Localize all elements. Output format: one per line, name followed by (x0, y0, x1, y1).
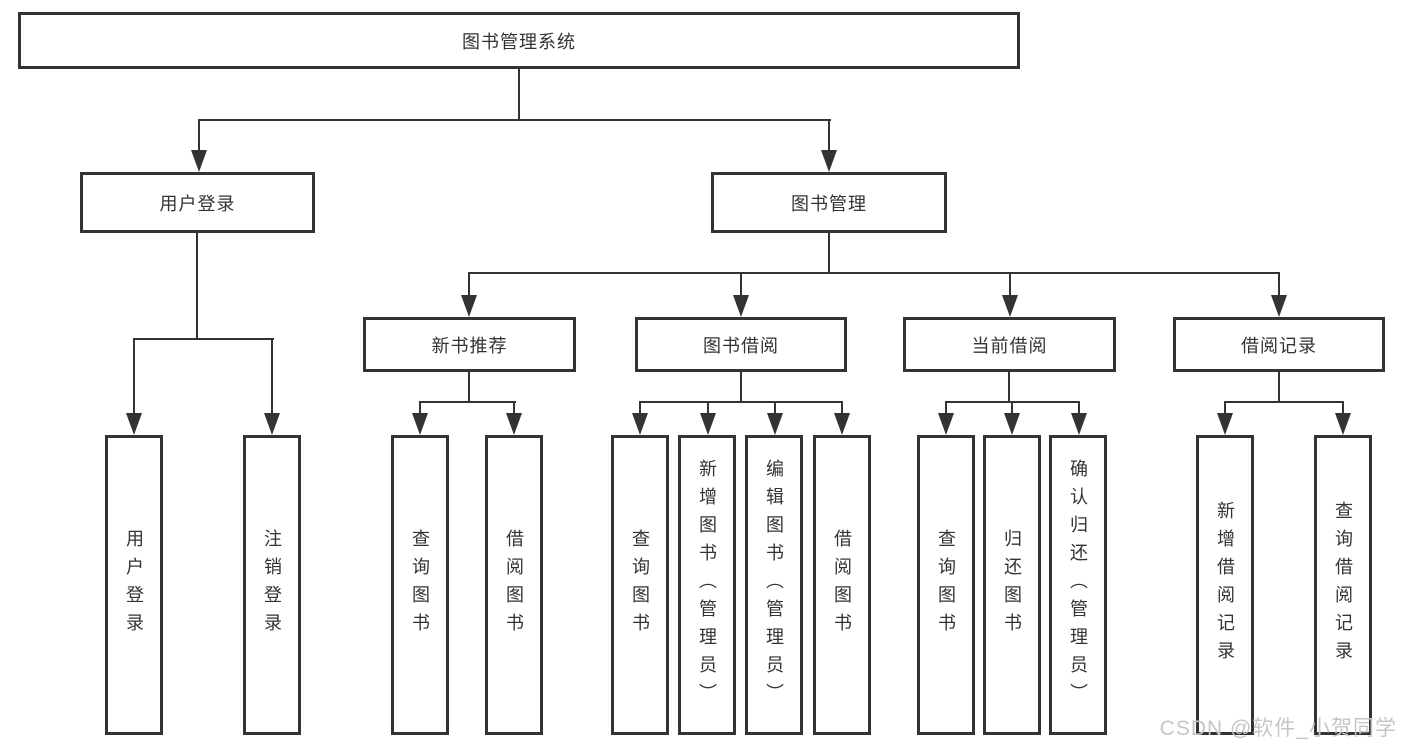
connector-book-mgmt-crossbar (468, 272, 1280, 274)
node-user-login-label: 用户登录 (159, 193, 236, 214)
node-new-book: 新书推荐 (363, 317, 576, 372)
leaf-label: 借阅图书 (504, 529, 524, 641)
arrowhead-leaf-bb2-icon (700, 413, 716, 435)
leaf-label: 编辑图书（管理员） (764, 459, 784, 711)
node-root-label: 图书管理系统 (462, 31, 576, 52)
leaf-edit-book-admin: 编辑图书（管理员） (745, 435, 803, 735)
node-book-mgmt: 图书管理 (711, 172, 947, 233)
node-borrow-record: 借阅记录 (1173, 317, 1385, 372)
connector-to-leaf-bb2 (707, 401, 709, 415)
arrowhead-book-borrow-icon (733, 295, 749, 317)
arrowhead-leaf-logout-icon (264, 413, 280, 435)
node-current-borrow-label: 当前借阅 (971, 335, 1048, 356)
leaf-label: 查询图书 (630, 529, 650, 641)
connector-to-new-book (468, 272, 470, 298)
arrowhead-borrow-record-icon (1271, 295, 1287, 317)
arrowhead-leaf-cb3-icon (1071, 413, 1087, 435)
node-new-book-label: 新书推荐 (431, 335, 508, 356)
connector-to-borrow-record (1278, 272, 1280, 298)
node-borrow-record-label: 借阅记录 (1241, 335, 1317, 356)
arrowhead-leaf-br1-icon (1217, 413, 1233, 435)
connector-to-leaf-bb3 (774, 401, 776, 415)
connector-to-leaf-cb2 (1011, 401, 1013, 415)
leaf-add-borrow-record: 新增借阅记录 (1196, 435, 1254, 735)
leaf-label: 归还图书 (1002, 529, 1022, 641)
leaf-user-login: 用户登录 (105, 435, 163, 735)
leaf-label: 新增图书（管理员） (697, 459, 717, 711)
arrowhead-leaf-cb2-icon (1004, 413, 1020, 435)
connector-to-leaf-cb1 (945, 401, 947, 415)
connector-new-book-crossbar (419, 401, 516, 403)
arrowhead-leaf-bb3-icon (767, 413, 783, 435)
leaf-query-book-1: 查询图书 (391, 435, 449, 735)
node-root: 图书管理系统 (18, 12, 1020, 69)
connector-to-current-borrow (1009, 272, 1011, 298)
node-book-mgmt-label: 图书管理 (791, 193, 867, 214)
leaf-label: 确认归还（管理员） (1068, 459, 1088, 711)
leaf-label: 查询图书 (936, 529, 956, 641)
connector-book-mgmt-stem (828, 233, 830, 272)
arrowhead-user-login-icon (191, 150, 207, 172)
leaf-query-book-3: 查询图书 (917, 435, 975, 735)
connector-to-book-borrow (740, 272, 742, 298)
leaf-return-book: 归还图书 (983, 435, 1041, 735)
csdn-watermark: CSDN @软件_小贺同学 (1159, 717, 1397, 740)
connector-to-leaf-logout (271, 338, 273, 416)
node-book-borrow-label: 图书借阅 (703, 335, 779, 356)
connector-user-login-crossbar (133, 338, 274, 340)
node-book-borrow: 图书借阅 (635, 317, 847, 372)
arrowhead-leaf-cb1-icon (938, 413, 954, 435)
connector-to-leaf-nb1 (419, 401, 421, 415)
leaf-logout: 注销登录 (243, 435, 301, 735)
arrowhead-book-mgmt-icon (821, 150, 837, 172)
arrowhead-leaf-bb4-icon (834, 413, 850, 435)
connector-to-user-login (198, 119, 200, 152)
connector-to-book-mgmt (828, 119, 830, 152)
connector-user-login-stem (196, 233, 198, 338)
leaf-label: 借阅图书 (832, 529, 852, 641)
arrowhead-leaf-nb1-icon (412, 413, 428, 435)
connector-root-stem (518, 69, 520, 119)
connector-to-leaf-bb4 (841, 401, 843, 415)
connector-book-borrow-stem (740, 372, 742, 401)
leaf-query-book-2: 查询图书 (611, 435, 669, 735)
leaf-label: 用户登录 (124, 529, 144, 641)
connector-borrow-record-crossbar (1224, 401, 1343, 403)
connector-to-leaf-login (133, 338, 135, 416)
arrowhead-leaf-bb1-icon (632, 413, 648, 435)
leaf-confirm-return-admin: 确认归还（管理员） (1049, 435, 1107, 735)
connector-to-leaf-cb3 (1078, 401, 1080, 415)
connector-root-crossbar (198, 119, 831, 121)
arrowhead-leaf-br2-icon (1335, 413, 1351, 435)
arrowhead-new-book-icon (461, 295, 477, 317)
connector-to-leaf-nb2 (513, 401, 515, 415)
node-current-borrow: 当前借阅 (903, 317, 1116, 372)
arrowhead-current-borrow-icon (1002, 295, 1018, 317)
arrowhead-leaf-nb2-icon (506, 413, 522, 435)
connector-current-borrow-stem (1008, 372, 1010, 401)
arrowhead-leaf-login-icon (126, 413, 142, 435)
connector-new-book-stem (468, 372, 470, 401)
node-user-login: 用户登录 (80, 172, 315, 233)
leaf-add-book-admin: 新增图书（管理员） (678, 435, 736, 735)
leaf-label: 查询图书 (410, 529, 430, 641)
connector-borrow-record-stem (1278, 372, 1280, 401)
leaf-label: 注销登录 (262, 529, 282, 641)
leaf-borrow-book-2: 借阅图书 (813, 435, 871, 735)
leaf-label: 查询借阅记录 (1333, 501, 1353, 669)
connector-to-leaf-br2 (1342, 401, 1344, 415)
connector-to-leaf-br1 (1224, 401, 1226, 415)
connector-to-leaf-bb1 (639, 401, 641, 415)
leaf-borrow-book-1: 借阅图书 (485, 435, 543, 735)
connector-book-borrow-crossbar (639, 401, 843, 403)
leaf-query-borrow-record: 查询借阅记录 (1314, 435, 1372, 735)
leaf-label: 新增借阅记录 (1215, 501, 1235, 669)
